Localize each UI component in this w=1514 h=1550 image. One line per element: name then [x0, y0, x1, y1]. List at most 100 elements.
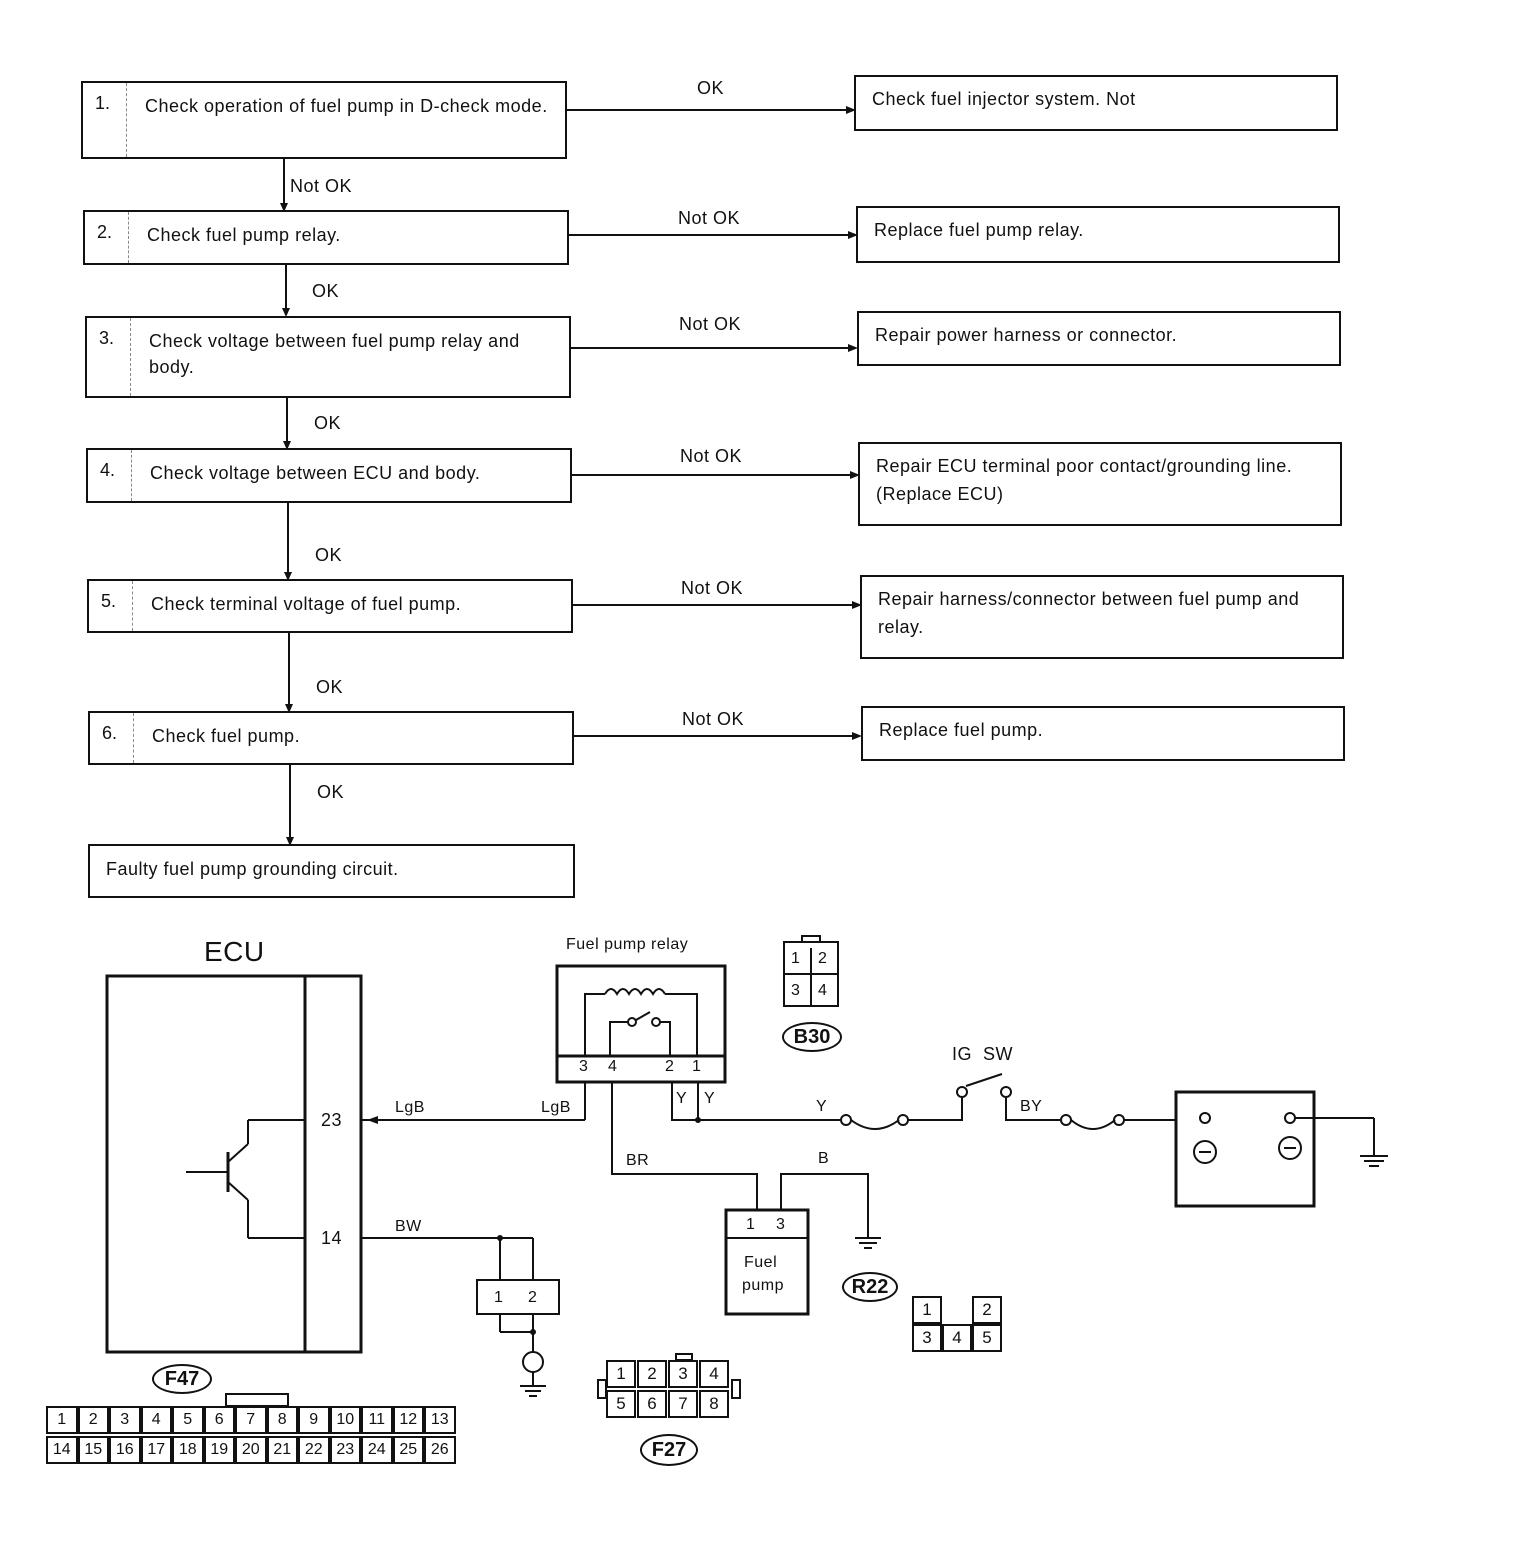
relay-pin: 4 [608, 1058, 618, 1075]
step-number: 4. [88, 450, 132, 501]
f47-pin: 22 [298, 1436, 330, 1464]
f47-pin: 12 [392, 1406, 424, 1434]
f47-pin: 1 [46, 1406, 78, 1434]
final-result-box: Faulty fuel pump grounding circuit. [88, 844, 575, 898]
ig-sw-label: IG SW [952, 1044, 1013, 1064]
f47-pin: 18 [172, 1436, 204, 1464]
result-text: Replace fuel pump relay. [874, 220, 1084, 240]
step-text: Check fuel pump relay. [147, 225, 341, 245]
down-label: OK [315, 545, 343, 565]
branch-label: Not OK [681, 578, 744, 598]
connector-tag-f47: F47 [152, 1364, 212, 1394]
down-label: OK [314, 413, 342, 433]
connector-tag-r22: R22 [842, 1272, 898, 1302]
result-box-3: Repair power harness or connector. [857, 311, 1341, 366]
ecu-pin-23: 23 [321, 1110, 343, 1130]
step-text: Check voltage between ECU and body. [150, 463, 481, 483]
connector-pin: 3 [912, 1324, 942, 1352]
b30-pin: 2 [818, 950, 828, 967]
connector-pin: 2 [528, 1289, 538, 1306]
connector-tag-b30: B30 [782, 1022, 842, 1052]
result-box-6: Replace fuel pump. [861, 706, 1345, 761]
connector-pin: 1 [494, 1289, 504, 1306]
f47-pin: 10 [329, 1406, 361, 1434]
down-label: Not OK [290, 176, 353, 196]
step-number: 3. [87, 318, 131, 396]
connector-tag-f27: F27 [640, 1434, 698, 1466]
f27-pin: 3 [668, 1360, 698, 1388]
branch-label: Not OK [680, 446, 743, 466]
b30-pin: 4 [818, 982, 828, 999]
connector-pin: 1 [912, 1296, 942, 1324]
step-number: 2. [85, 212, 129, 263]
relay-pin: 2 [665, 1058, 675, 1075]
step-box-1: 1. Check operation of fuel pump in D-che… [81, 81, 567, 159]
wire-label-bw: BW [395, 1218, 422, 1235]
step-text: Check terminal voltage of fuel pump. [151, 594, 462, 614]
down-label: OK [317, 782, 345, 802]
step-number: 1. [83, 83, 127, 157]
branch-label: OK [697, 78, 725, 98]
fuel-pump-pin: 3 [776, 1216, 786, 1233]
f47-pin: 14 [46, 1436, 78, 1464]
down-label: OK [312, 281, 340, 301]
down-label: OK [316, 677, 344, 697]
f47-pin: 17 [140, 1436, 172, 1464]
branch-label: Not OK [679, 314, 742, 334]
result-box-4: Repair ECU terminal poor contact/groundi… [858, 442, 1342, 526]
f47-pin: 25 [392, 1436, 424, 1464]
f47-pin: 24 [361, 1436, 393, 1464]
wiring-diagram [105, 935, 1388, 1407]
f47-pin: 21 [266, 1436, 298, 1464]
result-text: Repair harness/connector between fuel pu… [878, 589, 1300, 637]
step-box-5: 5. Check terminal voltage of fuel pump. [87, 579, 573, 633]
result-text: Repair power harness or connector. [875, 325, 1178, 345]
relay-title: Fuel pump relay [566, 936, 689, 953]
f27-pin: 6 [637, 1390, 667, 1418]
step-box-2: 2. Check fuel pump relay. [83, 210, 569, 265]
wire-label-b: B [818, 1150, 830, 1167]
f47-pin: 23 [329, 1436, 361, 1464]
result-text: Check fuel injector system. Not [872, 89, 1136, 109]
step-number: 5. [89, 581, 133, 631]
connector-pin: 4 [942, 1324, 972, 1352]
ecu-title: ECU [204, 936, 265, 967]
f47-pin: 26 [424, 1436, 456, 1464]
f27-pin: 8 [699, 1390, 729, 1418]
f47-pin: 6 [203, 1406, 235, 1434]
f47-pin: 13 [424, 1406, 456, 1434]
f27-pin: 4 [699, 1360, 729, 1388]
result-box-1: Check fuel injector system. Not [854, 75, 1338, 131]
wire-label-lgb: LgB [541, 1099, 571, 1116]
wire-label-y: Y [816, 1098, 828, 1115]
fuel-pump-label: Fuel [744, 1254, 778, 1271]
result-box-2: Replace fuel pump relay. [856, 206, 1340, 263]
f27-pin: 2 [637, 1360, 667, 1388]
f47-pin: 11 [361, 1406, 393, 1434]
f47-pin: 8 [266, 1406, 298, 1434]
step-box-3: 3. Check voltage between fuel pump relay… [85, 316, 571, 398]
step-text: Check fuel pump. [152, 726, 301, 746]
step-number: 6. [90, 713, 134, 763]
fuel-pump-pin: 1 [746, 1216, 756, 1233]
f27-pin: 5 [606, 1390, 636, 1418]
result-text: Replace fuel pump. [879, 720, 1044, 740]
flow-lines [280, 106, 862, 846]
f47-pin: 16 [109, 1436, 141, 1464]
wire-label-y: Y [704, 1090, 716, 1107]
relay-pin: 3 [579, 1058, 589, 1075]
step-text: Check operation of fuel pump in D-check … [145, 96, 548, 116]
f47-pin: 19 [203, 1436, 235, 1464]
wire-label-by: BY [1020, 1098, 1043, 1115]
f27-pin: 1 [606, 1360, 636, 1388]
step-text: Check voltage between fuel pump relay an… [149, 331, 520, 377]
f47-pin: 3 [109, 1406, 141, 1434]
f47-pin: 5 [172, 1406, 204, 1434]
b30-pin: 3 [791, 982, 801, 999]
final-result-text: Faulty fuel pump grounding circuit. [106, 859, 399, 879]
result-box-5: Repair harness/connector between fuel pu… [860, 575, 1344, 659]
f47-pin: 2 [77, 1406, 109, 1434]
branch-label: Not OK [682, 709, 745, 729]
f47-pin: 7 [235, 1406, 267, 1434]
wire-label-y: Y [676, 1090, 688, 1107]
